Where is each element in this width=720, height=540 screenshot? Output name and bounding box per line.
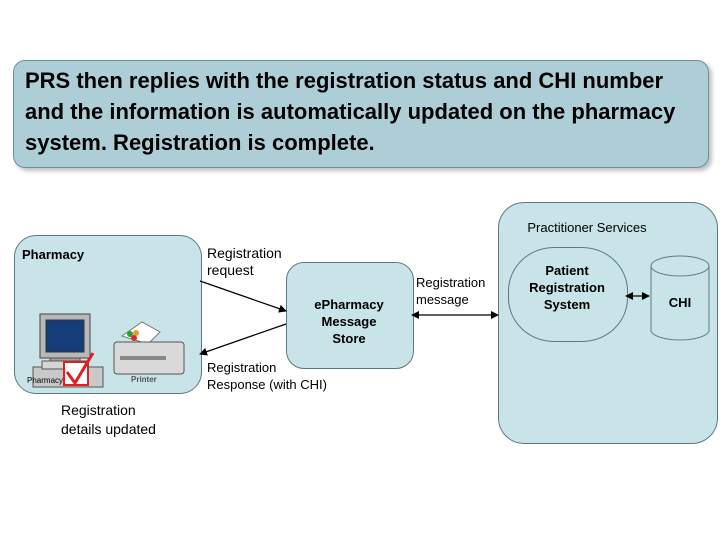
chi-database-icon <box>650 255 710 341</box>
details-updated-line1: Registration <box>61 402 136 418</box>
store-label-line1: ePharmacy <box>314 297 384 312</box>
printer-icon <box>113 321 185 375</box>
epharmacy-store-box <box>286 262 414 369</box>
message-label: Registration message <box>416 274 485 308</box>
message-label-line2: message <box>416 292 469 307</box>
practitioner-services-title: Practitioner Services <box>527 220 647 235</box>
message-label-line1: Registration <box>416 275 486 290</box>
prs-label-line3: System <box>543 297 591 312</box>
details-updated-line2: details updated <box>61 421 156 437</box>
prs-label-line2: Registration <box>529 280 605 295</box>
checkmark-icon <box>63 352 95 386</box>
request-label-line2: request <box>207 262 254 278</box>
response-label-line1: Registration <box>207 360 277 375</box>
store-label-line2: Message <box>321 314 377 329</box>
details-updated-label: Registration details updated <box>61 401 156 439</box>
response-label: Registration Response (with CHI) <box>207 359 327 393</box>
header-banner <box>13 60 709 168</box>
prs-label-line1: Patient <box>545 263 589 278</box>
request-label-line1: Registration <box>207 245 282 261</box>
pharmacy-title: Pharmacy <box>22 247 85 262</box>
request-arrow <box>199 280 287 313</box>
request-label: Registration request <box>207 245 282 279</box>
computer-caption: Pharmacy <box>27 376 64 385</box>
response-arrow <box>199 323 287 356</box>
response-label-line2: Response (with CHI) <box>207 377 327 392</box>
prs-label: Patient Registration System <box>508 262 626 313</box>
store-label-line3: Store <box>332 331 366 346</box>
printer-caption: Printer <box>131 375 157 384</box>
store-label: ePharmacy Message Store <box>286 296 412 347</box>
computer-icon <box>32 313 104 388</box>
banner-text: PRS then replies with the registration s… <box>25 68 676 155</box>
chi-label: CHI <box>668 295 692 310</box>
